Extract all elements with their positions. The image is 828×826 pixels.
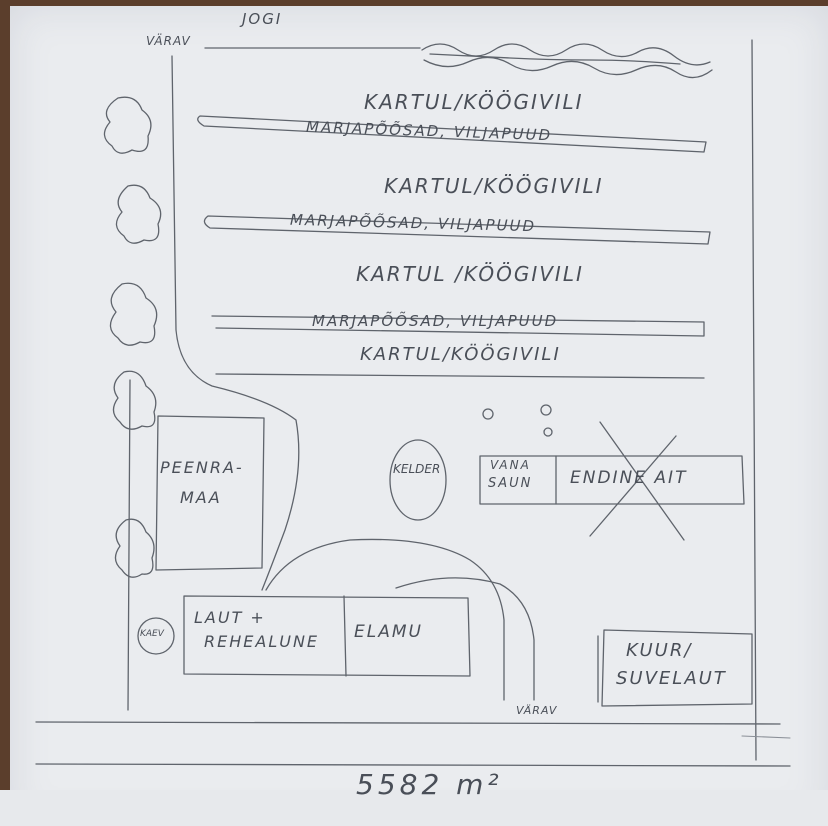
area-label: 5582 m² bbox=[356, 768, 503, 801]
barn-label-2: REHEALUNE bbox=[204, 632, 320, 651]
cellar-label: KELDER bbox=[393, 462, 441, 476]
paper-edge bbox=[0, 790, 828, 826]
river-shape bbox=[421, 43, 713, 79]
road-tick bbox=[741, 735, 791, 739]
strip-1 bbox=[197, 115, 707, 153]
well-label: KAEV bbox=[140, 629, 164, 639]
driveway-curve-outer bbox=[265, 538, 505, 701]
strip-4 bbox=[215, 373, 705, 379]
tree-3 bbox=[109, 282, 158, 346]
left-boundary-line bbox=[127, 379, 131, 711]
cellar-oval bbox=[389, 439, 447, 521]
house-label: ELAMU bbox=[354, 622, 423, 642]
strip-2 bbox=[203, 215, 711, 245]
road-line-bottom bbox=[35, 763, 791, 767]
barn-label-1: LAUT + bbox=[194, 608, 266, 627]
plant-circle-2 bbox=[540, 404, 552, 416]
row-label-1: KARTUL/KÖÖGIVILI bbox=[364, 90, 584, 114]
shed-label-2: SUVELAUT bbox=[616, 668, 727, 689]
strip-3 bbox=[211, 315, 705, 337]
flowerbed-label-1: PEENRA- bbox=[160, 458, 244, 477]
tree-2 bbox=[115, 184, 162, 244]
tree-4 bbox=[112, 370, 157, 430]
barn-house-divider bbox=[343, 595, 347, 677]
row-label-3: KARTUL/KÖÖGIVILI bbox=[384, 174, 604, 198]
barn-house-outline bbox=[183, 595, 471, 677]
old-sauna-label-2: SAUN bbox=[488, 476, 533, 491]
gate-top-label: VÄRAV bbox=[146, 34, 191, 48]
shed-label-1: KUUR/ bbox=[626, 640, 693, 661]
row-label-5: KARTUL /KÖÖGIVILI bbox=[356, 262, 584, 286]
old-sauna-label-1: VANA bbox=[490, 458, 531, 472]
right-border-line bbox=[751, 39, 757, 761]
former-barn-label: ENDINE AIT bbox=[570, 468, 688, 488]
tree-5 bbox=[114, 518, 155, 578]
flowerbed-label-2: MAA bbox=[180, 488, 222, 507]
plant-circle-1 bbox=[482, 408, 494, 420]
shed-outline bbox=[601, 629, 753, 707]
river-label: JOGI bbox=[242, 10, 283, 28]
plant-circle-3 bbox=[543, 427, 553, 437]
flowerbed-outline bbox=[155, 415, 265, 571]
left-path-line bbox=[171, 55, 300, 591]
row-label-7: KARTUL/KÖÖGIVILI bbox=[360, 344, 561, 365]
driveway-curve-inner bbox=[395, 577, 535, 701]
crossed-out-mark bbox=[589, 421, 685, 541]
sauna-barn-outline bbox=[479, 455, 745, 505]
row-label-6: MARJAPÕÕSAD, VILJAPUUD bbox=[312, 312, 559, 330]
gate-bottom-label: VÄRAV bbox=[516, 704, 558, 717]
paper-sheet bbox=[10, 6, 828, 826]
road-line-top bbox=[35, 721, 781, 725]
well-circle bbox=[137, 617, 175, 655]
tree-1 bbox=[103, 96, 152, 154]
